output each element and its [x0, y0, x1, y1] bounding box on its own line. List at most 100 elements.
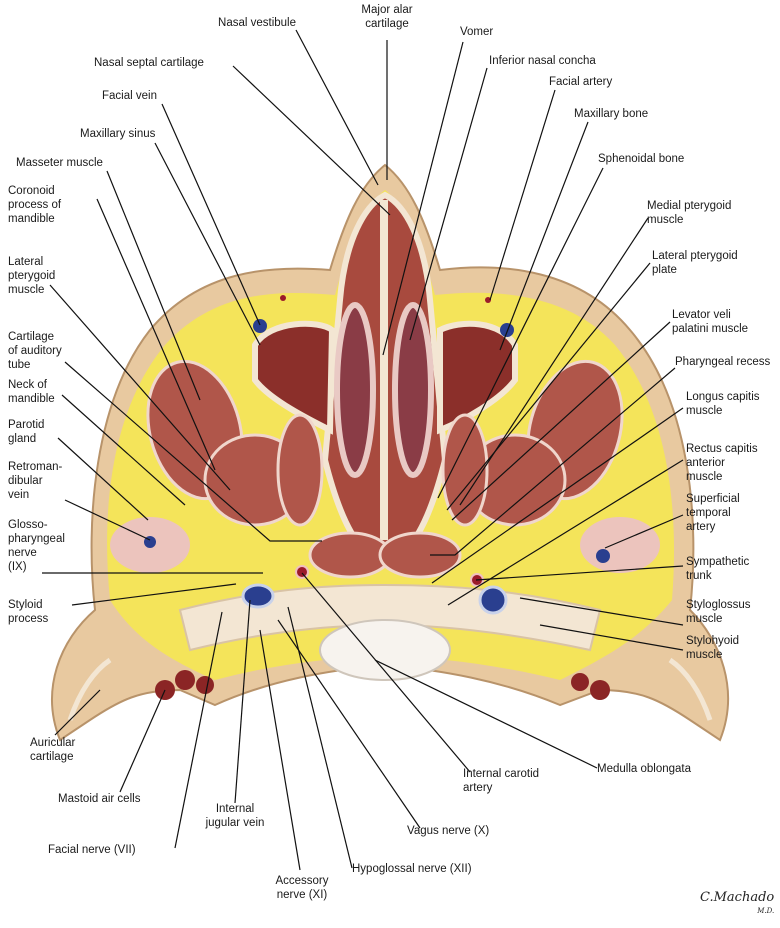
leader-coronoid — [96, 198, 216, 471]
leader-facial-vein — [161, 103, 261, 326]
leader-facial-artery — [489, 89, 556, 301]
mastoid-air-cell — [175, 670, 195, 690]
leader-medial-pterygoid — [459, 217, 649, 506]
facial-vein — [253, 319, 267, 333]
leader-hypoglossal — [287, 606, 353, 869]
label-inferior-nasal-concha: Inferior nasal concha — [489, 55, 596, 67]
inferior-concha-right — [392, 302, 434, 478]
inferior-concha-left — [334, 302, 376, 478]
longus-capitis-right — [378, 531, 462, 579]
label-auricular-cartilage: Auricular cartilage — [30, 737, 76, 763]
label-maxillary-sinus: Maxillary sinus — [80, 128, 156, 140]
leader-nasal-vestibule — [295, 29, 379, 186]
leader-vagus — [277, 619, 421, 829]
leader-styloglossus — [519, 597, 684, 626]
leader-internal-carotid — [301, 572, 471, 773]
label-styloid-process: Styloid process — [8, 599, 49, 625]
label-stylohyoid-muscle: Stylohyoid muscle — [686, 635, 740, 661]
leader-retromandibular — [64, 499, 151, 541]
leader-sphenoidal — [437, 167, 604, 499]
label-sphenoidal-bone: Sphenoidal bone — [598, 153, 685, 165]
leader-facial-nerve — [174, 611, 223, 849]
label-lateral-pterygoid-muscle: Lateral pterygoid muscle — [8, 256, 56, 296]
mastoid-air-cell — [196, 676, 214, 694]
label-hypoglossal-nerve: Hypoglossal nerve (XII) — [352, 863, 472, 875]
label-vagus-nerve: Vagus nerve (X) — [407, 825, 490, 837]
leader-auricular — [54, 689, 101, 736]
label-facial-nerve: Facial nerve (VII) — [48, 844, 136, 856]
internal-jugular-vein-right — [478, 585, 508, 615]
internal-jugular-vein-left — [241, 583, 275, 609]
parotid-right — [580, 517, 660, 573]
label-neck-of-mandible: Neck of mandible — [8, 379, 55, 405]
leader-styloid — [71, 583, 237, 606]
retromandibular-vein-right — [596, 549, 610, 563]
longus-capitis-left — [308, 531, 392, 579]
label-lateral-pterygoid-plate: Lateral pterygoid plate — [652, 250, 738, 276]
label-medulla-oblongata: Medulla oblongata — [597, 763, 691, 775]
leader-vomer — [382, 41, 464, 356]
leader-levator-veli — [451, 321, 671, 521]
label-retromandibular-vein: Retroman- dibular vein — [8, 461, 63, 501]
label-rectus-capitis-anterior: Rectus capitis anterior muscle — [686, 443, 758, 483]
facial-artery-left — [280, 295, 286, 301]
leader-rectus-capitis — [447, 459, 684, 606]
medulla-oblongata — [319, 619, 451, 681]
label-facial-vein: Facial vein — [102, 90, 157, 102]
leader-sympathetic — [475, 565, 684, 581]
mastoid-air-cell — [590, 680, 610, 700]
signature-suffix: M.D. — [757, 907, 775, 915]
label-nasal-septal-cartilage: Nasal septal cartilage — [94, 57, 204, 69]
leader-masseter — [106, 170, 201, 401]
label-glossopharyngeal-nerve: Glosso- pharyngeal nerve (IX) — [8, 519, 65, 573]
leader-internal-jugular — [234, 599, 251, 804]
signature-name: C.Machado — [700, 890, 775, 905]
label-major-alar-cartilage: Major alar cartilage — [361, 4, 413, 30]
leader-auditory-tube — [64, 361, 322, 542]
label-sympathetic-trunk: Sympathetic trunk — [686, 556, 750, 582]
leader-maxillary-bone — [499, 121, 589, 351]
internal-carotid-artery-left — [295, 565, 309, 579]
leader-medulla — [374, 659, 598, 769]
leader-lateral-pterygoid-plate — [446, 262, 651, 511]
auricular-cartilage-left — [67, 657, 112, 721]
leader-lines — [42, 29, 684, 871]
pterygoid-left — [276, 413, 324, 527]
label-facial-artery: Facial artery — [549, 76, 613, 88]
leader-mastoid — [119, 689, 166, 793]
nasal-septum — [380, 200, 388, 540]
label-masseter-muscle: Masseter muscle — [16, 157, 103, 169]
label-superficial-temporal-artery: Superficial temporal artery — [686, 493, 740, 533]
label-internal-jugular-vein: Internal jugular vein — [205, 803, 265, 829]
mastoid-air-cell — [571, 673, 589, 691]
label-maxillary-bone: Maxillary bone — [574, 108, 649, 120]
facial-vein-right — [500, 323, 514, 337]
leader-nasal-septal — [232, 65, 391, 216]
leader-pharyngeal-recess — [430, 367, 676, 556]
leader-lateral-pterygoid-muscle — [49, 284, 231, 491]
auricular-cartilage-right — [668, 657, 713, 721]
label-pharyngeal-recess: Pharyngeal recess — [675, 356, 771, 368]
label-medial-pterygoid: Medial pterygoid muscle — [647, 200, 732, 226]
label-cartilage-auditory-tube: Cartilage of auditory tube — [8, 331, 62, 371]
leader-accessory — [259, 629, 301, 871]
leader-parotid — [57, 437, 149, 521]
label-accessory-nerve: Accessory nerve (XI) — [275, 875, 329, 901]
leader-maxillary-sinus — [154, 142, 261, 346]
label-vomer: Vomer — [460, 26, 494, 38]
facial-artery — [485, 297, 491, 303]
maxillary-sinus-left — [252, 320, 336, 435]
leader-inferior-concha — [409, 67, 488, 341]
label-nasal-vestibule: Nasal vestibule — [218, 17, 296, 29]
label-longus-capitis: Longus capitis muscle — [686, 391, 760, 417]
label-parotid-gland: Parotid gland — [8, 419, 45, 445]
label-levator-veli-palatini: Levator veli palatini muscle — [672, 309, 749, 335]
label-internal-carotid-artery: Internal carotid artery — [463, 768, 540, 794]
label-mastoid-air-cells: Mastoid air cells — [58, 793, 141, 805]
leader-superficial-temporal — [604, 514, 684, 549]
leader-longus-capitis — [431, 407, 684, 584]
leader-stylohyoid — [539, 624, 684, 651]
leader-neck-mandible — [61, 394, 186, 506]
